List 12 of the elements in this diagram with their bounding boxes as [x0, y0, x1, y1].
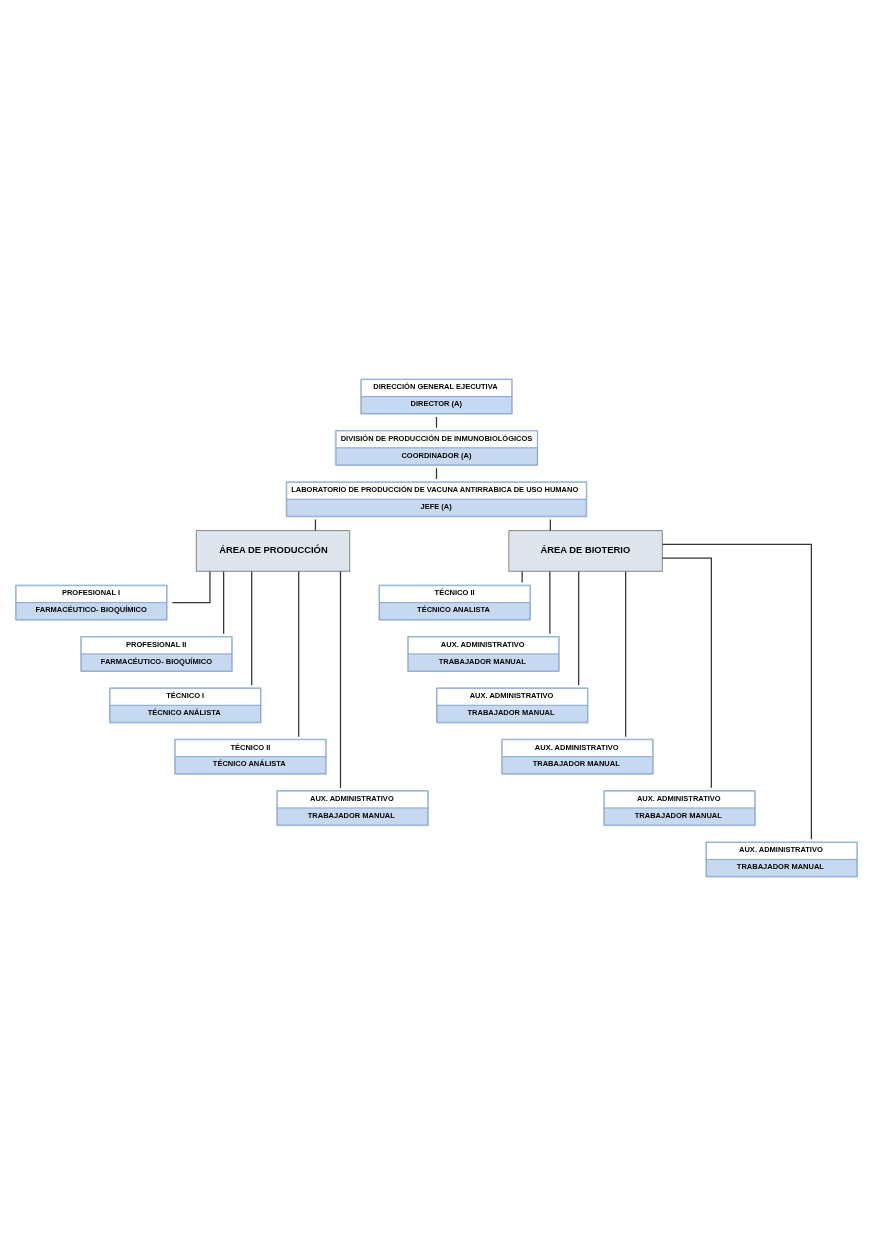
node-box: ÁREA DE BIOTERIO	[508, 529, 663, 572]
connector	[578, 570, 580, 686]
connector	[298, 570, 300, 737]
connector	[223, 570, 225, 634]
connector	[549, 570, 551, 634]
connector	[661, 543, 812, 840]
connector	[171, 570, 211, 603]
connector	[625, 570, 627, 737]
connector	[339, 570, 342, 788]
node-box: ÁREA DE PRODUCCIÓN	[195, 529, 351, 572]
connector	[251, 570, 253, 686]
connector	[661, 557, 712, 788]
